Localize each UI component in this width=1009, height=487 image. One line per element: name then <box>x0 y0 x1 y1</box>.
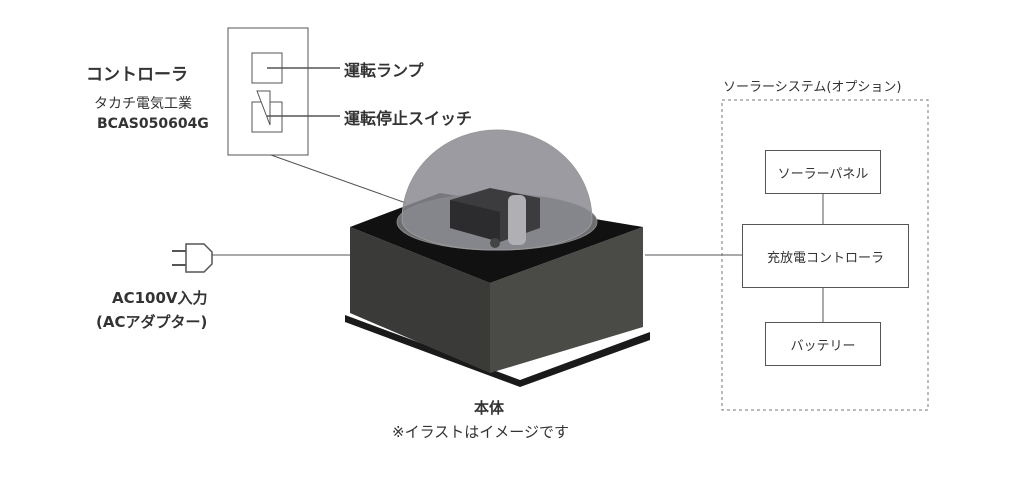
switch-label: 運転停止スイッチ <box>344 109 473 128</box>
solar-system-title: ソーラーシステム(オプション) <box>723 80 902 95</box>
controller-maker: タカチ電気工業 <box>94 96 192 112</box>
solar-system-frame <box>721 99 929 411</box>
illustration-note: ※イラストはイメージです <box>392 423 569 441</box>
controller-title: コントローラ <box>86 65 188 85</box>
plug-icon <box>172 243 213 273</box>
solar-panel-box: ソーラーパネル <box>765 150 881 194</box>
main-unit-illustration <box>345 129 650 387</box>
controller-model: BCAS050604G <box>97 116 209 132</box>
power-input-label: AC100V入力 <box>112 289 208 307</box>
switch-lever-icon <box>256 90 271 126</box>
controller-leader <box>270 154 407 204</box>
charge-controller-box: 充放電コントローラ <box>742 224 909 288</box>
lamp-label: 運転ランプ <box>344 61 424 80</box>
main-unit-label: 本体 <box>474 399 505 417</box>
battery-box: バッテリー <box>765 322 881 366</box>
power-adapter-label: (ACアダプター) <box>96 313 208 331</box>
